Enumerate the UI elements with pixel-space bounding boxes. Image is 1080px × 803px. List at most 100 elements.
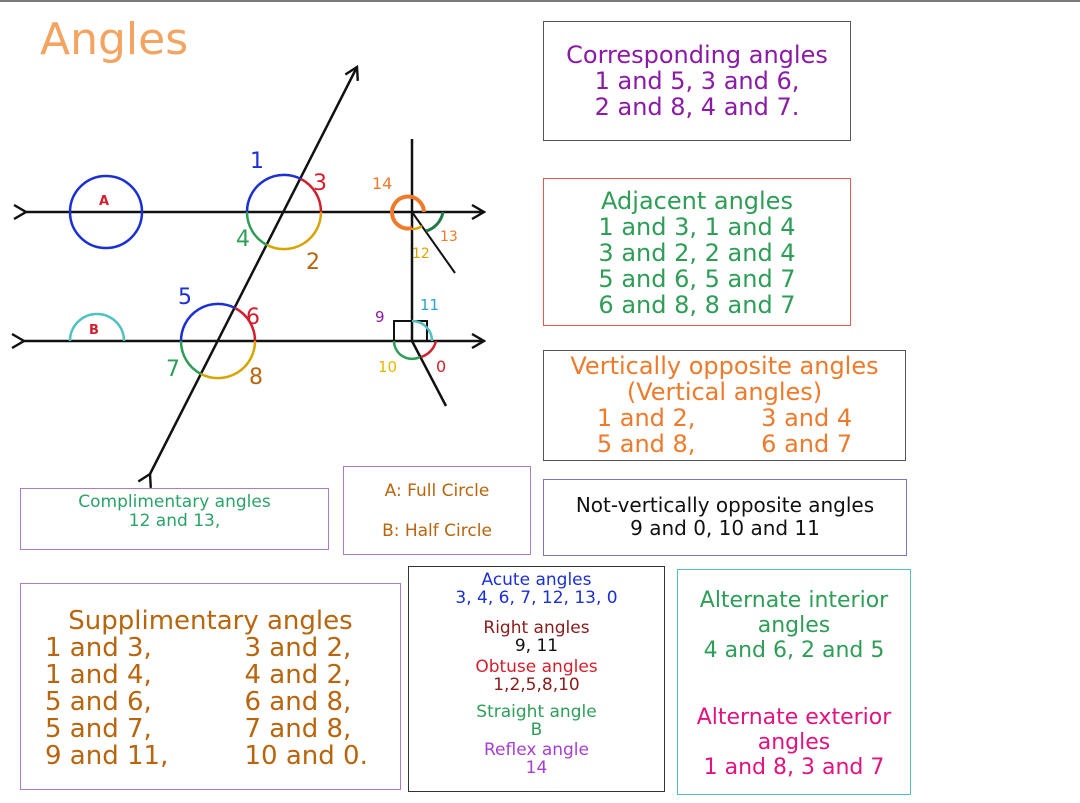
arc-4 <box>245 211 268 247</box>
adjacent-line-3: 5 and 6, 5 and 7 <box>598 265 796 293</box>
supplementary-pair: 5 and 6, <box>45 687 152 717</box>
supplementary-pair: 3 and 2, <box>244 633 352 663</box>
supplementary-pair: 1 and 4, <box>45 660 152 690</box>
straight-heading: Straight angle <box>476 702 597 722</box>
supplementary-pair: 10 and 0. <box>244 741 368 771</box>
acute-heading: Acute angles <box>481 570 592 590</box>
arc-8 <box>200 340 257 380</box>
legend-half-circle: B: Half Circle <box>382 521 492 541</box>
supplementary-pair: 7 and 8, <box>244 714 352 744</box>
angle-label-4: 4 <box>236 227 250 252</box>
angle-label-14: 14 <box>372 174 392 193</box>
alt-interior-values: 4 and 6, 2 and 5 <box>703 638 885 663</box>
full-circle-a <box>68 174 144 250</box>
corresponding-line-2: 2 and 8, 4 and 7. <box>594 93 800 121</box>
arc-3 <box>300 177 323 213</box>
reflex-heading: Reflex angle <box>483 740 589 760</box>
angle-label-10: 10 <box>378 358 397 376</box>
angle-label-8: 8 <box>249 365 263 390</box>
vertical-row-2: 5 and 8, 6 and 7 <box>544 431 905 457</box>
adjacent-line-2: 3 and 2, 2 and 4 <box>598 239 796 267</box>
vertical-pair: 5 and 8, <box>596 430 696 458</box>
supplementary-heading: Supplimentary angles <box>68 606 353 636</box>
angle-types-box: Acute angles 3, 4, 6, 7, 12, 13, 0 Right… <box>408 566 665 792</box>
supplementary-row: 1 and 4, 4 and 2, <box>21 662 400 689</box>
right-values: 9, 11 <box>514 636 559 656</box>
arc-11 <box>411 319 434 342</box>
supplementary-pair: 1 and 3, <box>45 633 152 663</box>
transversal-line <box>150 67 357 474</box>
not-vertical-heading: Not-vertically opposite angles <box>575 493 875 517</box>
alt-exterior-heading-2: angles <box>757 730 831 755</box>
alt-interior-heading: Alternate interior <box>699 588 889 613</box>
reflex-values: 14 <box>525 758 548 778</box>
supplementary-row: 1 and 3, 3 and 2, <box>21 635 400 662</box>
not-vertical-angles-box: Not-vertically opposite angles 9 and 0, … <box>543 479 907 556</box>
arc-14 <box>390 194 426 231</box>
supplementary-row: 5 and 6, 6 and 8, <box>21 689 400 716</box>
angle-label-7: 7 <box>166 357 180 382</box>
right-angle-mark <box>393 320 428 342</box>
page-title: Angles <box>40 14 189 65</box>
alternate-angles-box: Alternate interior angles 4 and 6, 2 and… <box>677 569 911 795</box>
straight-values: B <box>530 720 543 740</box>
vertical-pair: 1 and 2, <box>596 404 696 432</box>
circle-label-b: B <box>89 323 99 338</box>
right-diagonal-lower <box>410 340 448 407</box>
vertical-subheading: (Vertical angles) <box>626 378 823 406</box>
arc-10 <box>392 340 421 361</box>
angle-label-13: 13 <box>440 229 458 245</box>
not-vertical-line: 9 and 0, 10 and 11 <box>630 516 820 540</box>
vertical-row-1: 1 and 2, 3 and 4 <box>544 405 905 431</box>
angle-label-2: 2 <box>306 250 320 275</box>
supplementary-angles-box: Supplimentary angles 1 and 3, 3 and 2, 1 … <box>20 583 401 790</box>
supplementary-pair: 9 and 11, <box>45 741 169 771</box>
supplementary-pair: 5 and 7, <box>45 714 152 744</box>
complimentary-angles-box: Complimentary angles 12 and 13, <box>20 488 329 550</box>
half-circle-b <box>68 312 126 342</box>
arc-1 <box>245 173 302 213</box>
adjacent-line-4: 6 and 8, 8 and 7 <box>598 291 796 319</box>
adjacent-line-1: 1 and 3, 1 and 4 <box>598 213 796 241</box>
vertical-pair: 6 and 7 <box>761 430 853 458</box>
adjacent-angles-box: Adjacent angles 1 and 3, 1 and 4 3 and 2… <box>543 178 851 326</box>
right-heading: Right angles <box>483 618 590 638</box>
corresponding-line-1: 1 and 5, 3 and 6, <box>594 67 800 95</box>
angle-label-5: 5 <box>178 285 192 310</box>
arc-13 <box>425 211 445 233</box>
adjacent-heading: Adjacent angles <box>601 187 793 215</box>
vertical-pair: 3 and 4 <box>761 404 853 432</box>
alt-exterior-heading: Alternate exterior <box>696 705 892 730</box>
acute-values: 3, 4, 6, 7, 12, 13, 0 <box>455 588 618 608</box>
angle-label-11: 11 <box>420 296 439 314</box>
circle-label-a: A <box>99 194 109 209</box>
arc-5 <box>179 302 236 342</box>
obtuse-values: 1,2,5,8,10 <box>493 675 580 695</box>
supplementary-row: 5 and 7, 7 and 8, <box>21 716 400 743</box>
obtuse-heading: Obtuse angles <box>475 657 598 677</box>
circle-legend-box: A: Full Circle B: Half Circle <box>343 466 531 555</box>
supplementary-pair: 4 and 2, <box>244 660 352 690</box>
corresponding-heading: Corresponding angles <box>566 41 828 69</box>
angle-label-9: 9 <box>375 308 385 326</box>
vertical-angles-box: Vertically opposite angles (Vertical ang… <box>543 350 906 461</box>
arc-2 <box>266 211 323 251</box>
angle-label-6: 6 <box>246 305 260 330</box>
right-diagonal-upper <box>411 211 456 274</box>
arc-12 <box>411 224 423 231</box>
angle-label-1: 1 <box>250 149 264 174</box>
angle-label-12: 12 <box>412 246 430 262</box>
arc-6 <box>234 306 257 342</box>
angle-label-3: 3 <box>313 171 327 196</box>
complimentary-line: 12 and 13, <box>128 511 221 531</box>
top-border <box>0 0 1080 2</box>
alt-exterior-values: 1 and 8, 3 and 7 <box>703 755 885 780</box>
supplementary-row: 9 and 11, 10 and 0. <box>21 743 400 770</box>
legend-full-circle: A: Full Circle <box>384 481 490 501</box>
arc-7 <box>179 340 202 376</box>
corresponding-angles-box: Corresponding angles 1 and 5, 3 and 6, 2… <box>543 21 851 141</box>
vertical-heading: Vertically opposite angles <box>570 352 879 380</box>
arc-0 <box>420 340 438 359</box>
supplementary-pair: 6 and 8, <box>244 687 352 717</box>
